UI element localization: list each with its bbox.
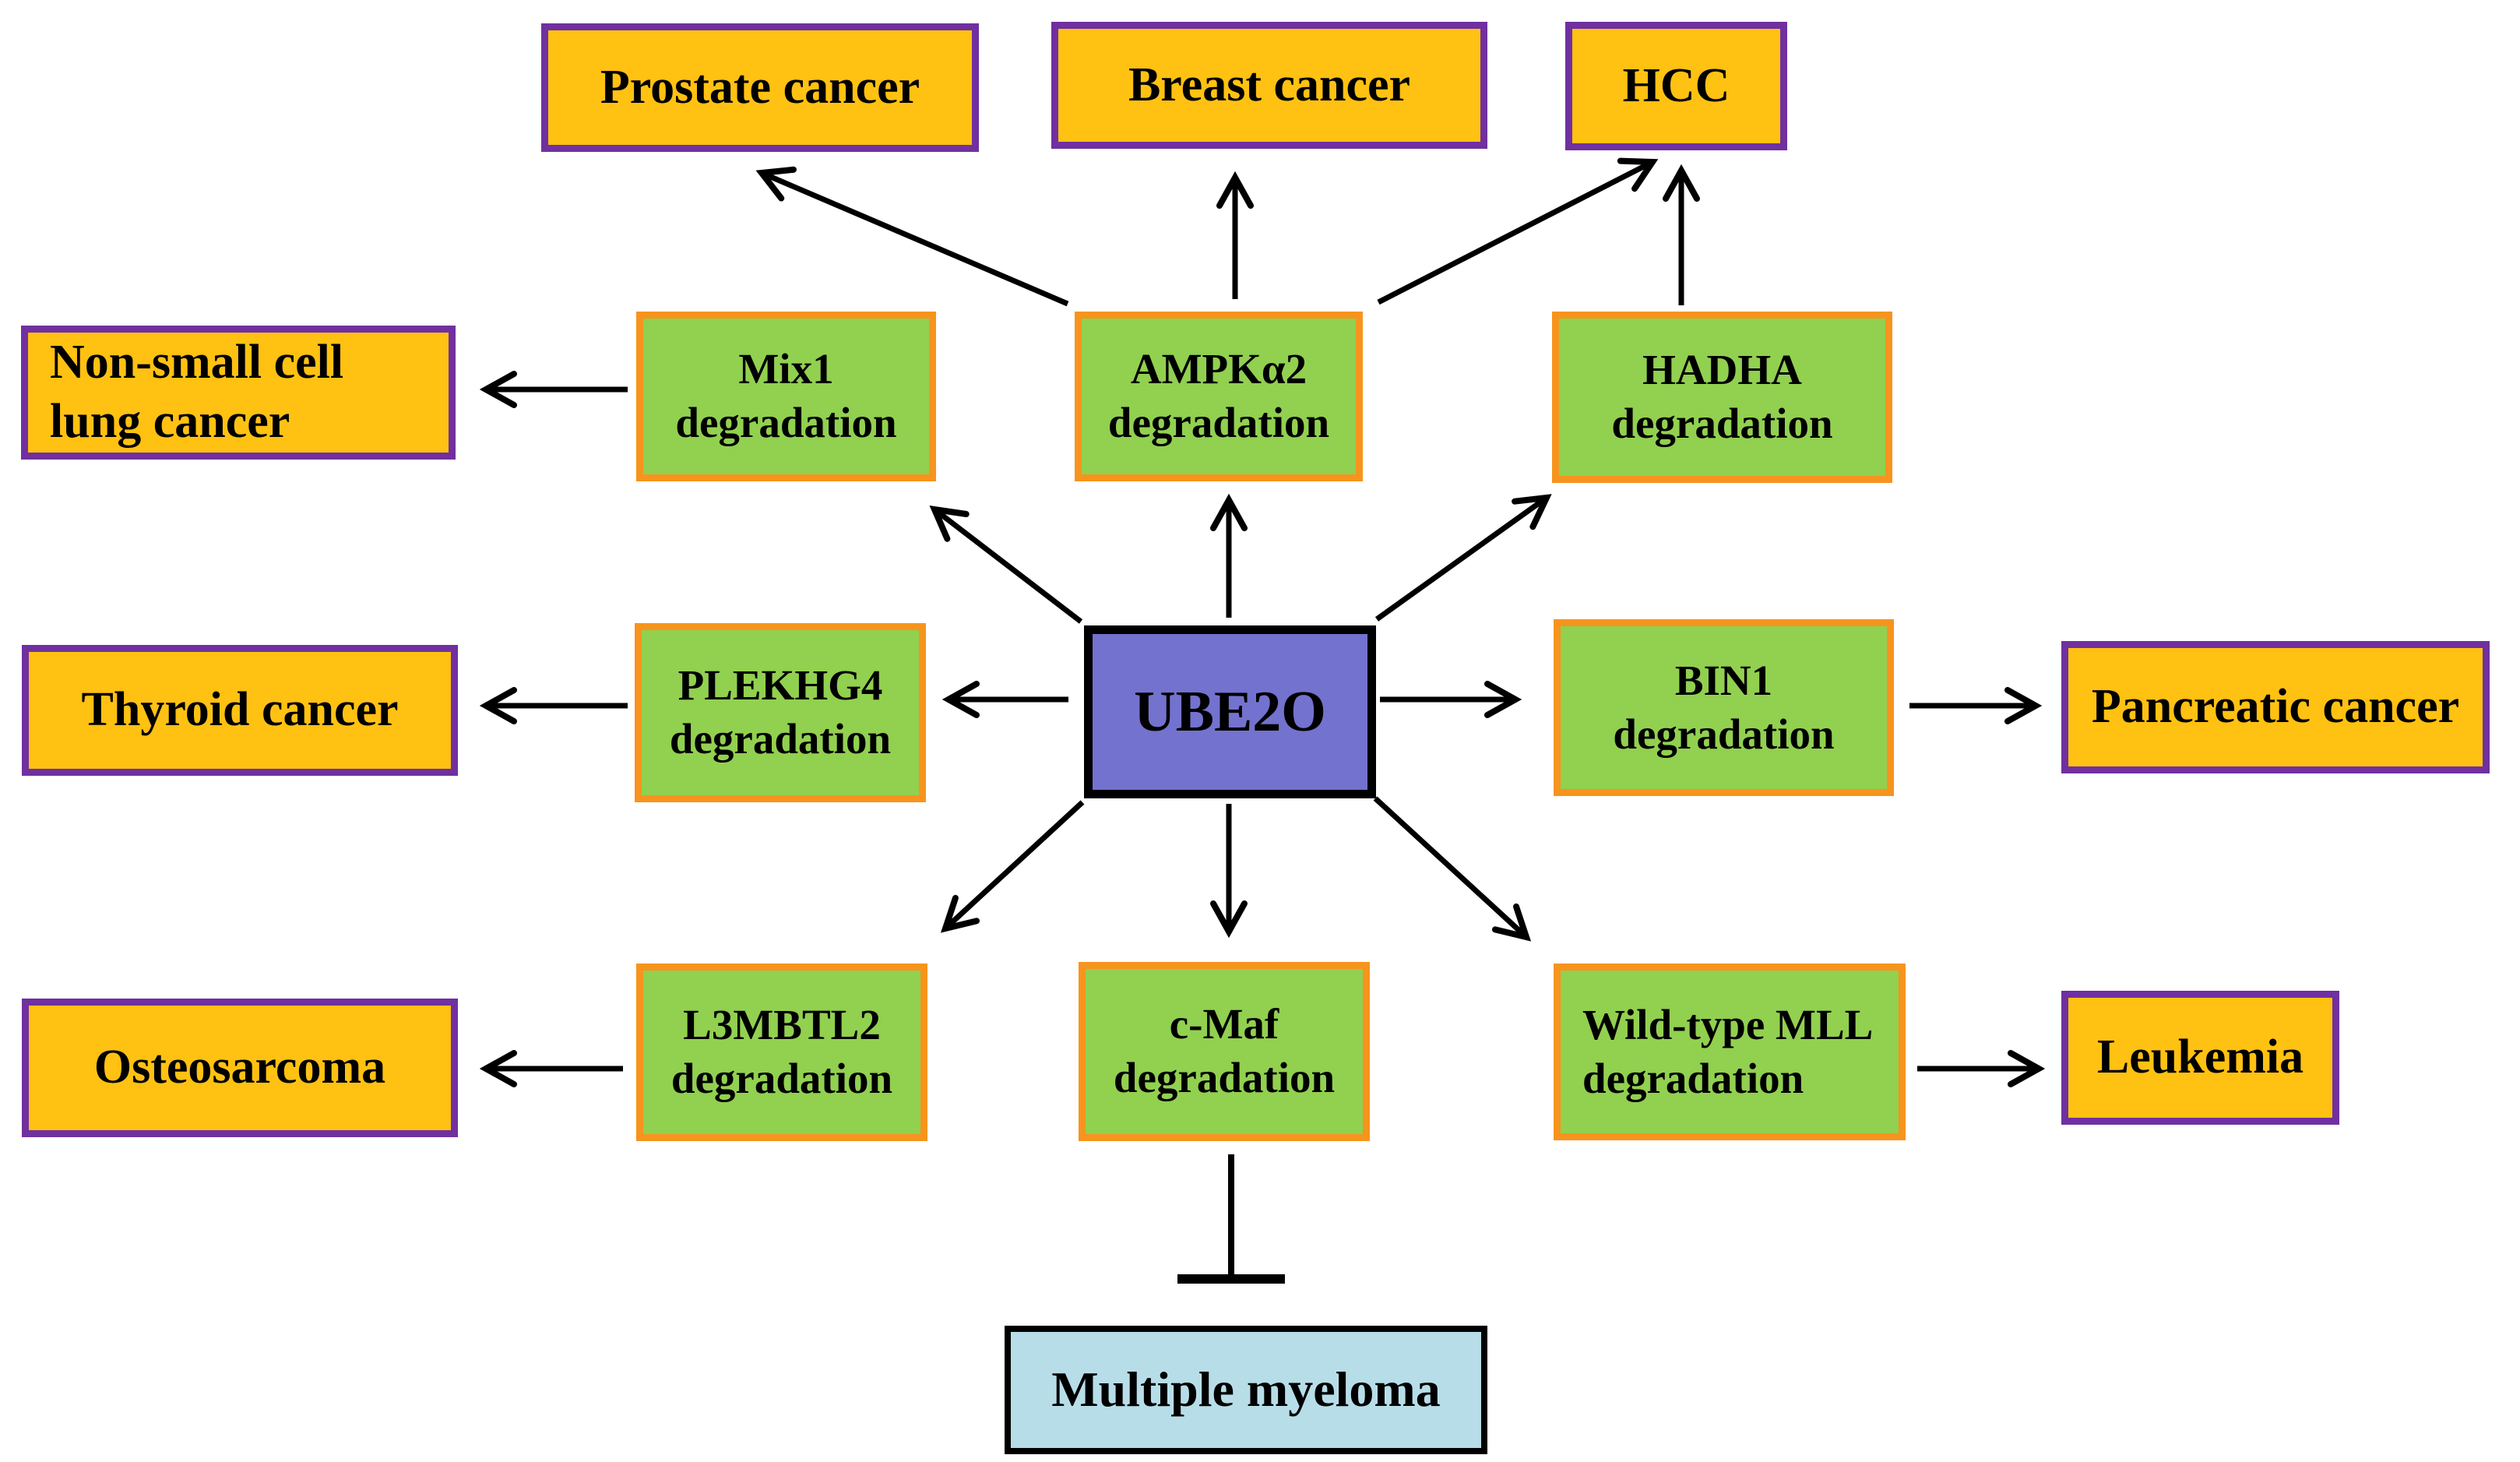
node-bin1-degradation: BIN1 degradation: [1554, 619, 1894, 796]
node-bin1-line2: degradation: [1613, 710, 1835, 758]
node-prostate-cancer: Prostate cancer: [541, 23, 979, 152]
node-prostate-cancer-label: Prostate cancer: [600, 60, 920, 114]
node-mix1-line2: degradation: [675, 399, 897, 446]
arrow-ampk-prostate: [755, 166, 1069, 307]
node-pancreatic-cancer-label: Pancreatic cancer: [2091, 680, 2460, 734]
node-cmaf-line1: c-Maf: [1169, 1000, 1279, 1048]
node-cmaf-line2: degradation: [1113, 1054, 1336, 1101]
node-multiple-myeloma-label: Multiple myeloma: [1051, 1362, 1441, 1418]
arrow-ampk-hcc: [1377, 157, 1659, 305]
node-bin1-line1: BIN1: [1674, 656, 1773, 704]
node-mll-line2: degradation: [1582, 1054, 1804, 1102]
node-l3mbtl2-degradation: L3MBTL2 degradation: [636, 964, 927, 1141]
node-multiple-myeloma: Multiple myeloma: [1005, 1326, 1487, 1454]
node-breast-cancer: Breast cancer: [1051, 22, 1487, 149]
node-osteosarcoma-label: Osteosarcoma: [93, 1041, 386, 1094]
node-hcc-label: HCC: [1622, 58, 1730, 112]
node-nsclc: Non-small cell lung cancer: [21, 326, 456, 460]
node-ube2o-label: UBE2O: [1134, 679, 1326, 744]
node-ube2o: UBE2O: [1084, 625, 1376, 798]
node-thyroid-cancer-label: Thyroid cancer: [81, 683, 399, 737]
node-leukemia: Leukemia: [2061, 991, 2339, 1125]
node-l3mbtl2-line2: degradation: [670, 1055, 893, 1102]
node-mll-line1: Wild-type MLL: [1582, 1000, 1874, 1048]
node-ampk-line2: degradation: [1107, 399, 1330, 446]
node-breast-cancer-label: Breast cancer: [1128, 58, 1411, 111]
node-thyroid-cancer: Thyroid cancer: [22, 645, 458, 776]
node-mix1-degradation: Mix1 degradation: [636, 312, 936, 481]
node-l3mbtl2-line1: L3MBTL2: [683, 1001, 881, 1049]
node-plekhg4-degradation: PLEKHG4 degradation: [635, 623, 926, 802]
node-hadha-line2: degradation: [1611, 400, 1833, 447]
node-plekhg4-line2: degradation: [669, 715, 892, 763]
node-osteosarcoma: Osteosarcoma: [22, 999, 458, 1137]
node-ampk-line1: AMPKα2: [1130, 345, 1308, 393]
node-mix1-line1: Mix1: [738, 345, 834, 393]
node-nsclc-line2: lung cancer: [50, 395, 290, 448]
node-pancreatic-cancer: Pancreatic cancer: [2061, 641, 2490, 773]
node-nsclc-line1: Non-small cell: [50, 336, 344, 389]
node-cmaf-degradation: c-Maf degradation: [1079, 962, 1370, 1141]
arrow-ube2o-mll: [1373, 796, 1532, 942]
node-mll-degradation: Wild-type MLL degradation: [1554, 964, 1906, 1140]
arrow-ube2o-l3mbtl2: [940, 800, 1085, 933]
node-hadha-degradation: HADHA degradation: [1552, 312, 1892, 483]
node-hadha-line1: HADHA: [1642, 346, 1802, 394]
arrow-ube2o-hadha: [1374, 494, 1552, 622]
node-hcc: HCC: [1565, 22, 1787, 150]
node-ampk-degradation: AMPKα2 degradation: [1075, 312, 1363, 481]
arrow-ube2o-mix1: [929, 505, 1083, 624]
node-leukemia-label: Leukemia: [2096, 1030, 2304, 1084]
node-plekhg4-line1: PLEKHG4: [678, 661, 883, 710]
